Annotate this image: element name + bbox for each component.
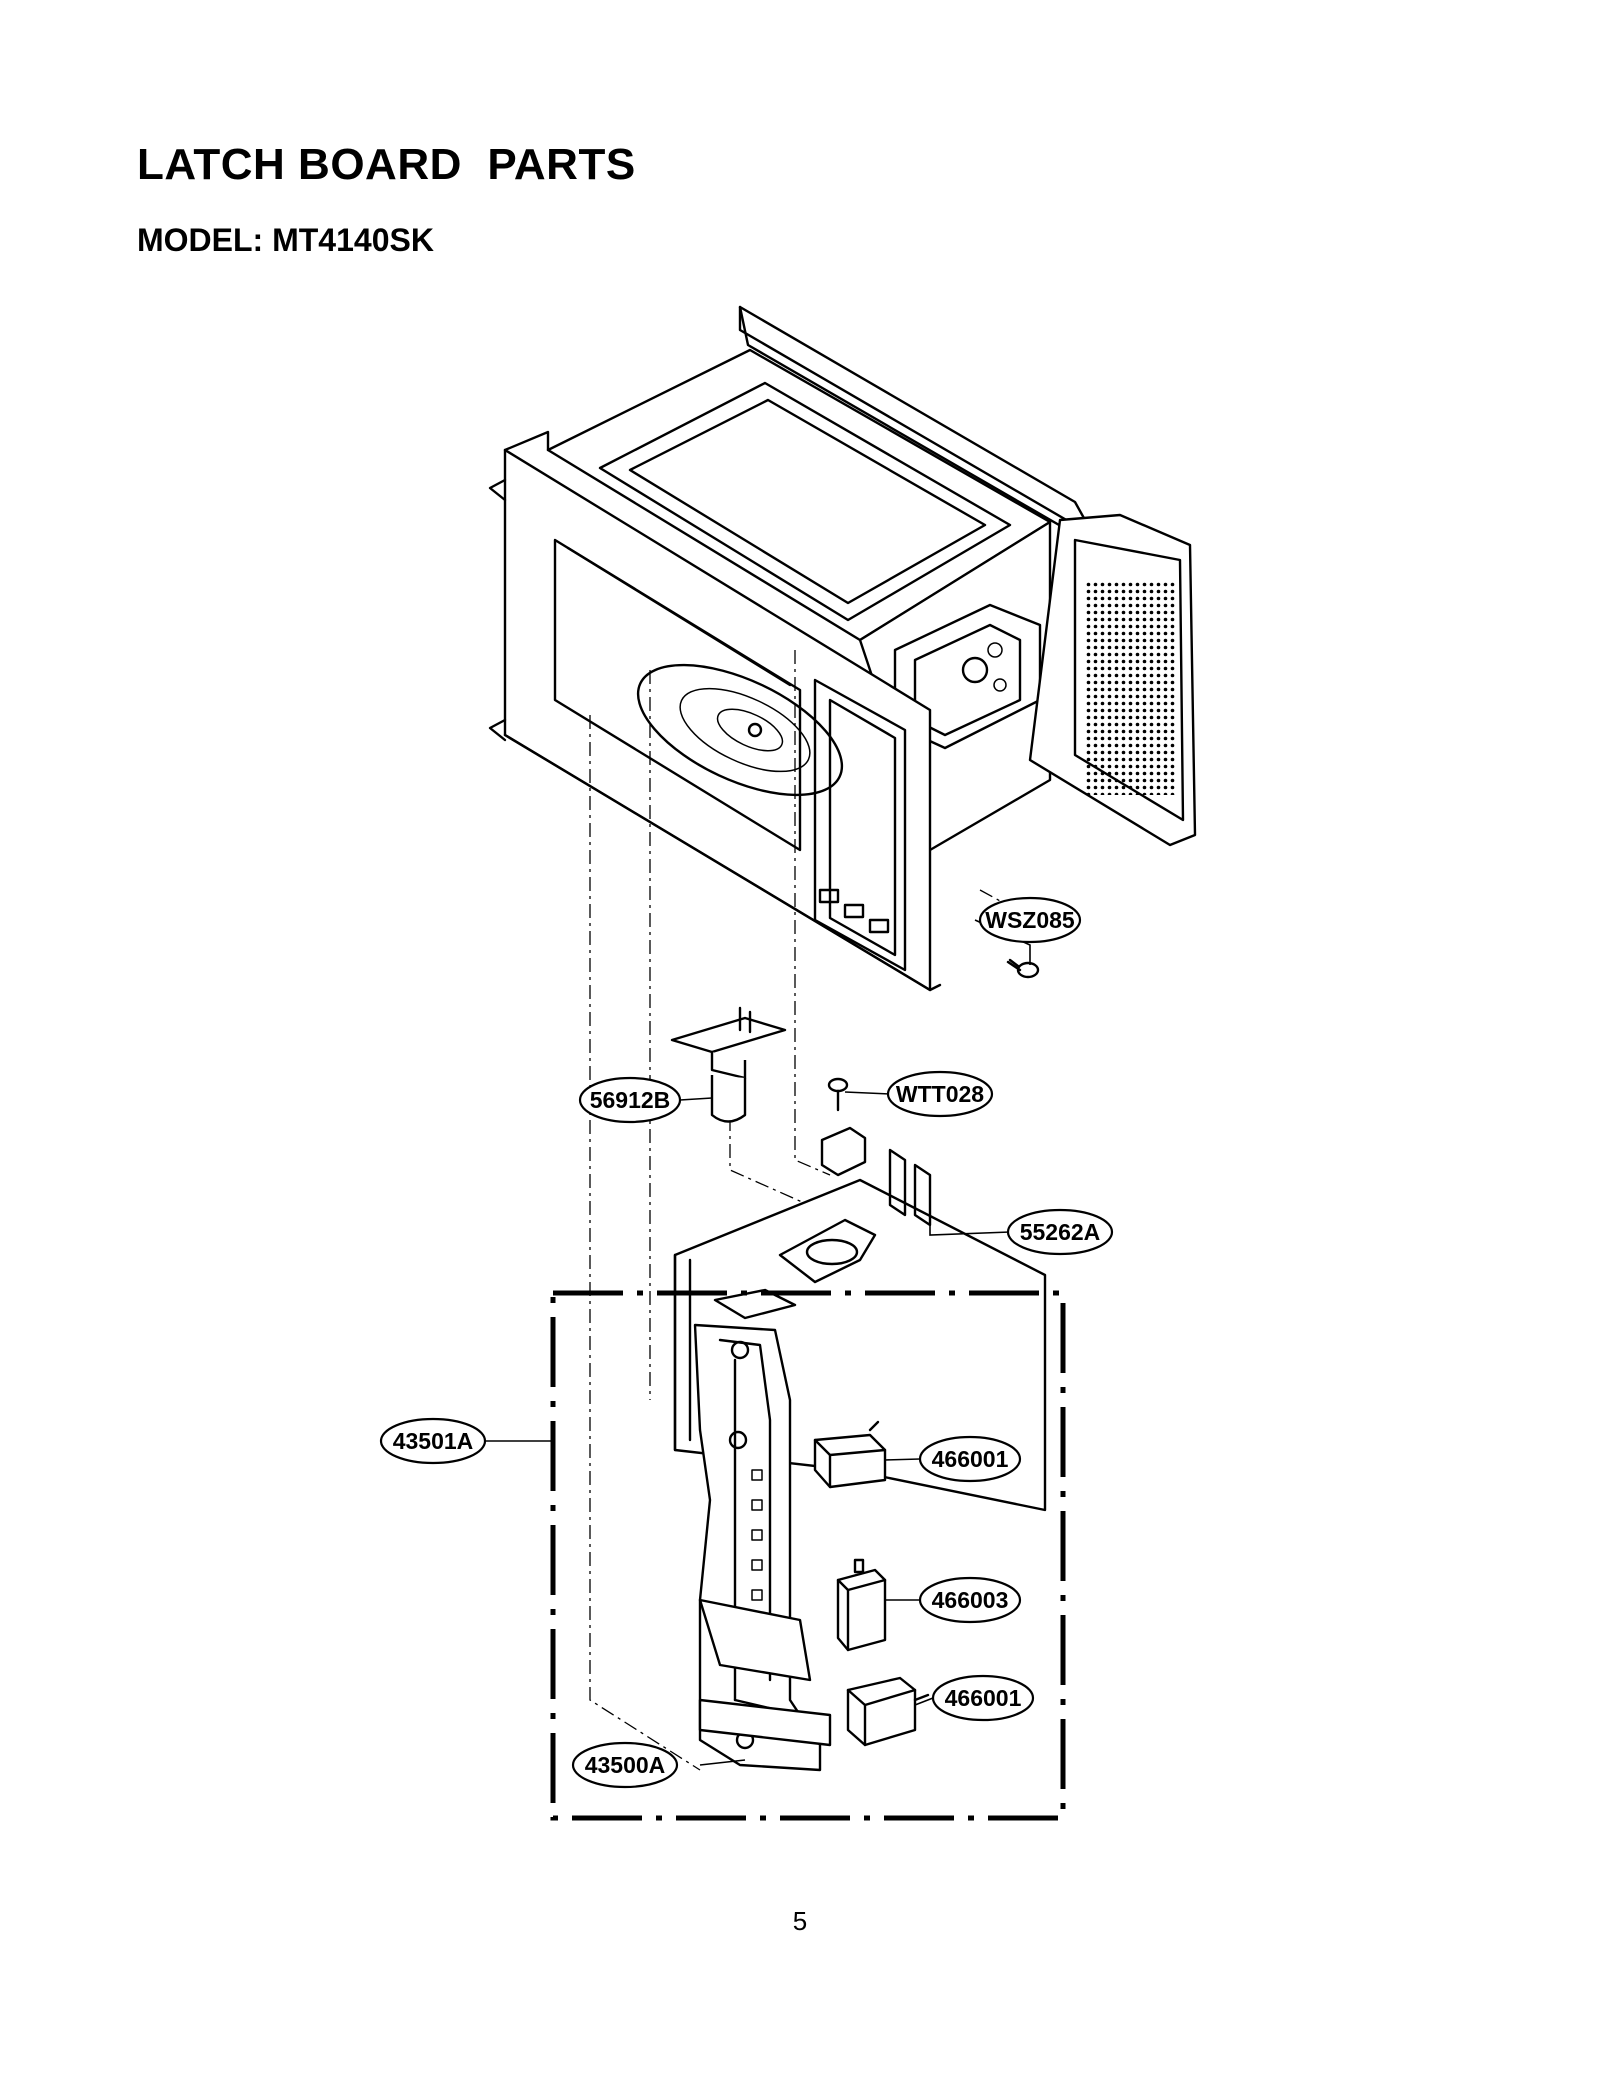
callout-label: 55262A xyxy=(1020,1219,1101,1245)
callout-466001-upper: 466001 xyxy=(918,1435,1022,1483)
callout-label: 466001 xyxy=(945,1685,1022,1711)
callout-label: 466001 xyxy=(932,1446,1009,1472)
callout-label: WSZ085 xyxy=(985,907,1075,933)
model-label: MODEL: MT4140SK xyxy=(137,222,434,258)
callout-56912b: 56912B xyxy=(578,1076,682,1124)
microwave-cavity-assembly xyxy=(488,305,1197,992)
callout-label: 56912B xyxy=(590,1087,671,1113)
screw-wtt028 xyxy=(827,1077,849,1112)
callout-label: 43500A xyxy=(585,1752,666,1778)
page-title: LATCH BOARD PARTS xyxy=(137,140,636,189)
switch-466003 xyxy=(836,1558,887,1652)
callout-label: 466003 xyxy=(932,1587,1009,1613)
callout-43501a: 43501A xyxy=(379,1417,487,1465)
callout-wtt028: WTT028 xyxy=(886,1070,994,1118)
callout-55262a: 55262A xyxy=(1006,1208,1114,1256)
callout-label: WTT028 xyxy=(896,1081,984,1107)
callout-466003: 466003 xyxy=(918,1576,1022,1624)
page-number: 5 xyxy=(792,1906,808,1936)
callout-wsz085: WSZ085 xyxy=(978,896,1082,944)
switch-466001-lower xyxy=(846,1676,930,1747)
callout-43500a: 43500A xyxy=(571,1741,679,1789)
leader-lines xyxy=(483,919,1031,1766)
latch-assembly-boundary xyxy=(550,1290,1066,1821)
part-56912b-plunger xyxy=(670,1006,787,1123)
screw-wsz085 xyxy=(1006,958,1040,979)
callout-466001-lower: 466001 xyxy=(931,1674,1035,1722)
callout-label: 43501A xyxy=(393,1428,474,1454)
part-43500a-latch-lever xyxy=(693,1288,832,1772)
switch-466001-upper xyxy=(813,1420,887,1489)
